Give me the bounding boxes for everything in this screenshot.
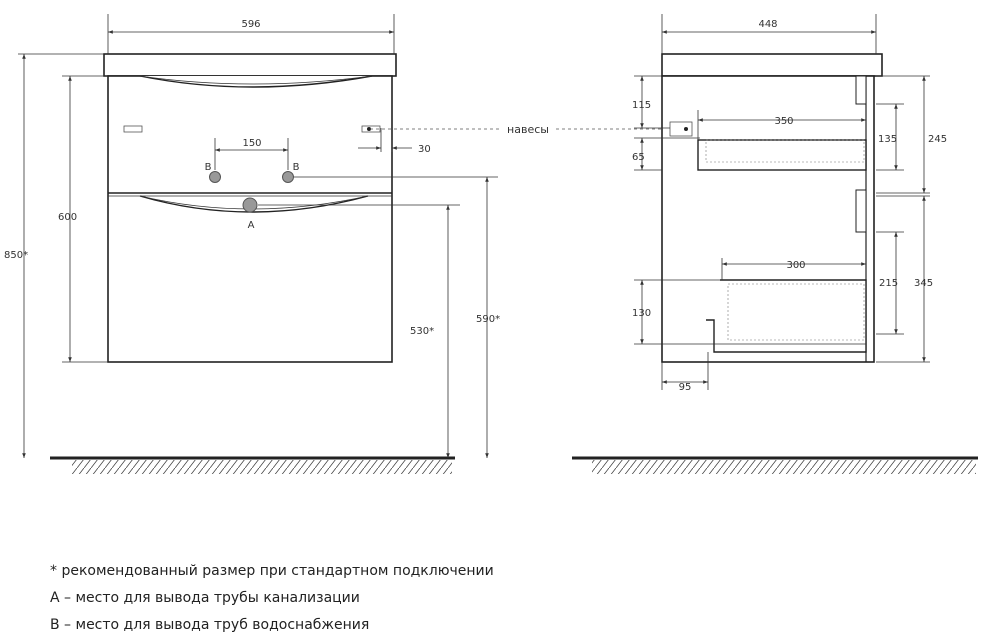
dim-135: 135 bbox=[878, 134, 897, 145]
label-b-right: B bbox=[293, 162, 300, 173]
front-view: B B A 596 150 30 850* 600 530* bbox=[4, 14, 500, 474]
supply-pipe-right-icon bbox=[282, 171, 294, 183]
dim-65: 65 bbox=[632, 152, 645, 163]
dim-cabinet-height: 600 bbox=[58, 212, 77, 223]
dim-front-width: 596 bbox=[241, 19, 260, 30]
dim-350: 350 bbox=[774, 116, 793, 127]
front-floor-hatch bbox=[72, 460, 452, 474]
label-b-left: B bbox=[205, 162, 212, 173]
legend-line-1: * рекомендованный размер при стандартном… bbox=[50, 563, 494, 579]
basin-curve-top bbox=[139, 75, 373, 88]
lower-drawer bbox=[706, 279, 867, 353]
dim-245: 245 bbox=[928, 134, 947, 145]
side-floor-hatch bbox=[592, 460, 976, 474]
hinges-callout: навесы bbox=[370, 123, 680, 136]
hinges-label: навесы bbox=[507, 123, 549, 136]
legend-line-3: В – место для вывода труб водоснабжения bbox=[50, 617, 370, 633]
dim-hinge-offset: 30 bbox=[418, 144, 431, 155]
front-cabinet-body bbox=[107, 75, 393, 363]
dim-300: 300 bbox=[786, 260, 805, 271]
supply-pipe-left-icon bbox=[209, 171, 221, 183]
dim-95: 95 bbox=[679, 382, 692, 393]
dim-345: 345 bbox=[914, 278, 933, 289]
dim-supply-height: 590* bbox=[476, 314, 500, 325]
dim-total-height: 850* bbox=[4, 250, 28, 261]
dim-pipes-spacing: 150 bbox=[242, 138, 261, 149]
side-countertop bbox=[661, 53, 883, 77]
dim-215: 215 bbox=[879, 278, 898, 289]
side-view: 448 115 65 350 135 245 300 215 bbox=[572, 14, 978, 474]
dim-drain-height: 530* bbox=[410, 326, 434, 337]
side-hinge-icon bbox=[669, 121, 693, 137]
upper-drawer bbox=[697, 139, 867, 171]
dim-side-depth: 448 bbox=[758, 19, 777, 30]
legend-line-2: А – место для вывода трубы канализации bbox=[50, 590, 360, 606]
dim-130: 130 bbox=[632, 308, 651, 319]
dim-115: 115 bbox=[632, 100, 651, 111]
label-a: A bbox=[248, 220, 255, 231]
hinge-left-icon bbox=[123, 125, 143, 133]
front-countertop bbox=[103, 53, 397, 77]
drain-pipe-icon bbox=[242, 197, 258, 213]
